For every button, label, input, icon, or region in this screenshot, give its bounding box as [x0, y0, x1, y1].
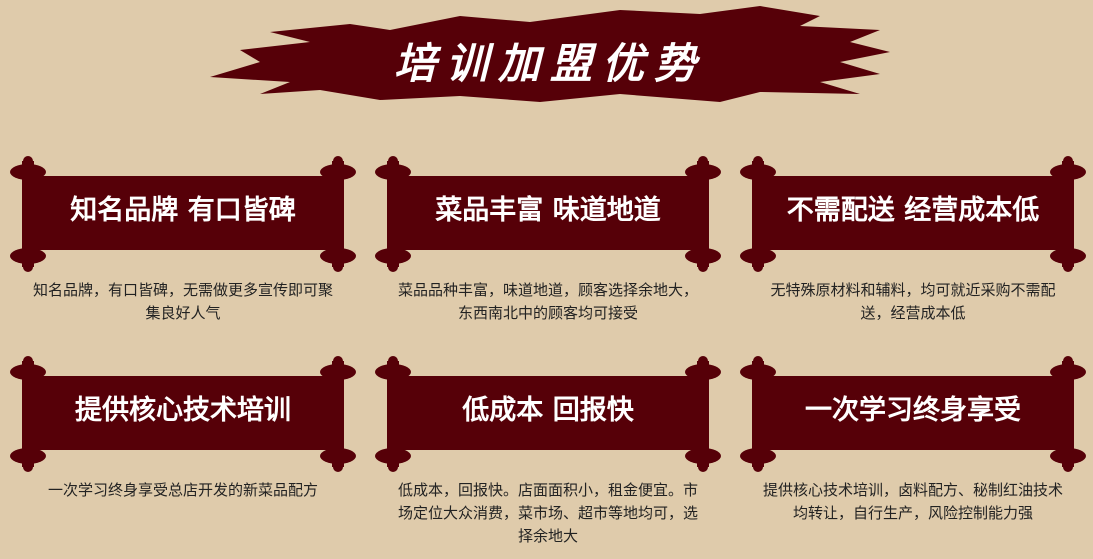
card-description: 提供核心技术培训，卤料配方、秘制红油技术均转让，自行生产，风险控制能力强 [763, 481, 1064, 522]
feature-card: 不需配送 经营成本低无特殊原材料和辅料，均可就近采购不需配送，经营成本低 [738, 155, 1088, 325]
scroll-shape [740, 356, 1086, 472]
scroll-shape [740, 156, 1086, 272]
card-title: 不需配送 经营成本低 [786, 195, 1040, 226]
card-title: 知名品牌 有口皆碑 [70, 195, 296, 226]
scroll-shape [375, 156, 721, 272]
feature-card: 知名品牌 有口皆碑知名品牌，有口皆碑，无需做更多宣传即可聚集良好人气 [8, 155, 358, 325]
card-title: 菜品丰富 味道地道 [435, 195, 661, 226]
card-title: 一次学习终身享受 [805, 395, 1021, 426]
feature-card: 低成本 回报快低成本，回报快。店面面积小，租金便宜。市场定位大众消费，菜市场、超… [373, 355, 723, 548]
scroll-banner: 提供核心技术培训 [8, 355, 358, 473]
scroll-banner: 不需配送 经营成本低 [738, 155, 1088, 273]
card-description: 一次学习终身享受总店开发的新菜品配方 [47, 481, 318, 499]
feature-card: 一次学习终身享受提供核心技术培训，卤料配方、秘制红油技术均转让，自行生产，风险控… [738, 355, 1088, 525]
card-description: 低成本，回报快。店面面积小，租金便宜。市场定位大众消费，菜市场、超市等地均可，选… [398, 481, 699, 545]
card-description: 菜品品种丰富，味道地道，顾客选择余地大，东西南北中的顾客均可接受 [398, 281, 699, 322]
card-title: 提供核心技术培训 [75, 395, 291, 426]
scroll-banner: 一次学习终身享受 [738, 355, 1088, 473]
feature-card: 提供核心技术培训一次学习终身享受总店开发的新菜品配方 [8, 355, 358, 502]
brush-stroke [210, 6, 890, 102]
card-title: 低成本 回报快 [462, 395, 634, 426]
card-description: 无特殊原材料和辅料，均可就近采购不需配送，经营成本低 [770, 281, 1056, 322]
scroll-banner: 菜品丰富 味道地道 [373, 155, 723, 273]
scroll-shape [10, 156, 356, 272]
scroll-shape [10, 356, 356, 472]
page-title: 培训加盟优势 [393, 39, 706, 88]
scroll-shape [375, 356, 721, 472]
scroll-banner: 知名品牌 有口皆碑 [8, 155, 358, 273]
feature-card: 菜品丰富 味道地道菜品品种丰富，味道地道，顾客选择余地大，东西南北中的顾客均可接… [373, 155, 723, 325]
scroll-banner: 低成本 回报快 [373, 355, 723, 473]
header-banner: 培训加盟优势 [200, 2, 900, 110]
card-description: 知名品牌，有口皆碑，无需做更多宣传即可聚集良好人气 [33, 281, 334, 322]
